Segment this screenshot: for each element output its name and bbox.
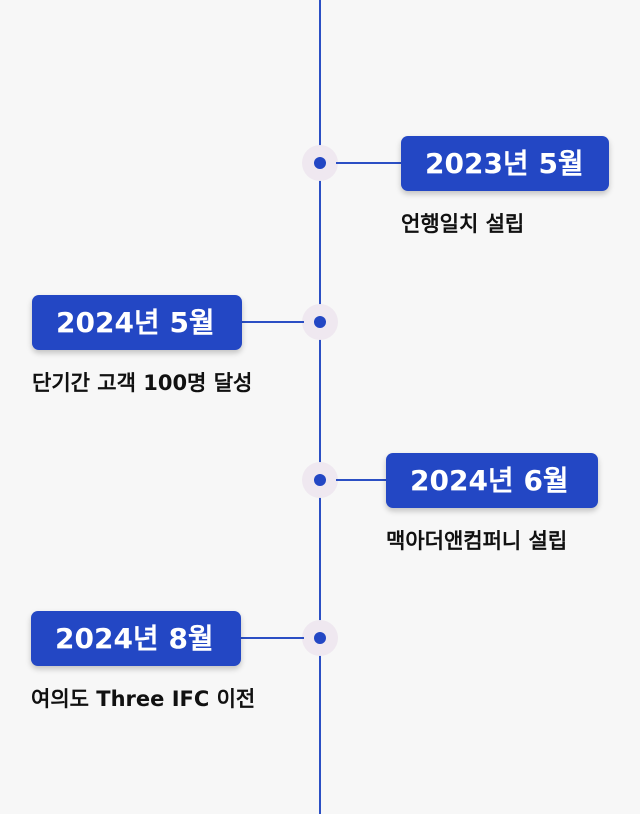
event-description: 여의도 Three IFC 이전 (31, 687, 256, 711)
event-description: 단기간 고객 100명 달성 (32, 371, 253, 395)
timeline-dot (314, 632, 326, 644)
timeline-connector (240, 637, 304, 639)
timeline-event: 2023년 5월 언행일치 설립 (0, 136, 640, 246)
timeline-event: 2024년 5월 단기간 고객 100명 달성 (0, 295, 640, 405)
event-date-badge: 2024년 6월 (386, 453, 598, 508)
event-description: 맥아더앤컴퍼니 설립 (386, 529, 568, 553)
timeline-connector (336, 162, 402, 164)
timeline-connector (240, 321, 304, 323)
timeline-event: 2024년 6월 맥아더앤컴퍼니 설립 (0, 453, 640, 563)
event-description: 언행일치 설립 (401, 212, 525, 236)
timeline-dot (314, 316, 326, 328)
timeline-event: 2024년 8월 여의도 Three IFC 이전 (0, 611, 640, 721)
event-date-badge: 2023년 5월 (401, 136, 609, 191)
timeline-connector (336, 479, 388, 481)
event-date-badge: 2024년 8월 (31, 611, 241, 666)
timeline-dot (314, 474, 326, 486)
timeline-dot (314, 157, 326, 169)
event-date-badge: 2024년 5월 (32, 295, 242, 350)
timeline-axis-line (319, 0, 321, 814)
